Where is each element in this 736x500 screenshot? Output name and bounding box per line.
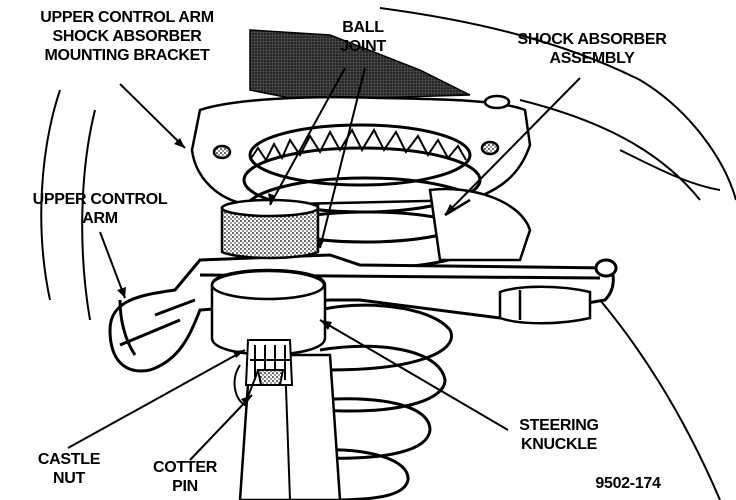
mounting-bracket-plate xyxy=(190,94,532,207)
ball-joint-boot xyxy=(220,198,320,260)
upper-body-shading xyxy=(249,29,471,101)
castle-nut-shape xyxy=(244,339,294,386)
cotter-pin-shape xyxy=(233,364,259,407)
shock-absorber-body xyxy=(428,187,532,262)
strut-lower-body xyxy=(238,353,342,500)
figure-number: 9502-174 xyxy=(595,475,661,492)
spring-seat-teeth xyxy=(249,127,467,162)
label-upper-control-arm: UPPER CONTROL ARM xyxy=(32,191,168,227)
control-arm-bushing xyxy=(498,285,592,325)
label-castle-nut: CASTLE NUT xyxy=(37,451,101,487)
label-upper-control-arm-bracket: UPPER CONTROL ARM SHOCK ABSORBER MOUNTIN… xyxy=(40,9,214,64)
label-ball-joint: BALL JOINT xyxy=(340,19,386,55)
leader-arrowheads xyxy=(117,138,456,405)
label-steering-knuckle: STEERING KNUCKLE xyxy=(519,417,599,453)
vehicle-body-outline xyxy=(40,7,736,500)
label-cotter-pin: COTTER PIN xyxy=(153,459,217,495)
leader-lines xyxy=(67,67,581,461)
ball-joint-body xyxy=(210,268,327,356)
label-shock-absorber-assembly: SHOCK ABSORBER ASSEMBLY xyxy=(517,31,667,67)
